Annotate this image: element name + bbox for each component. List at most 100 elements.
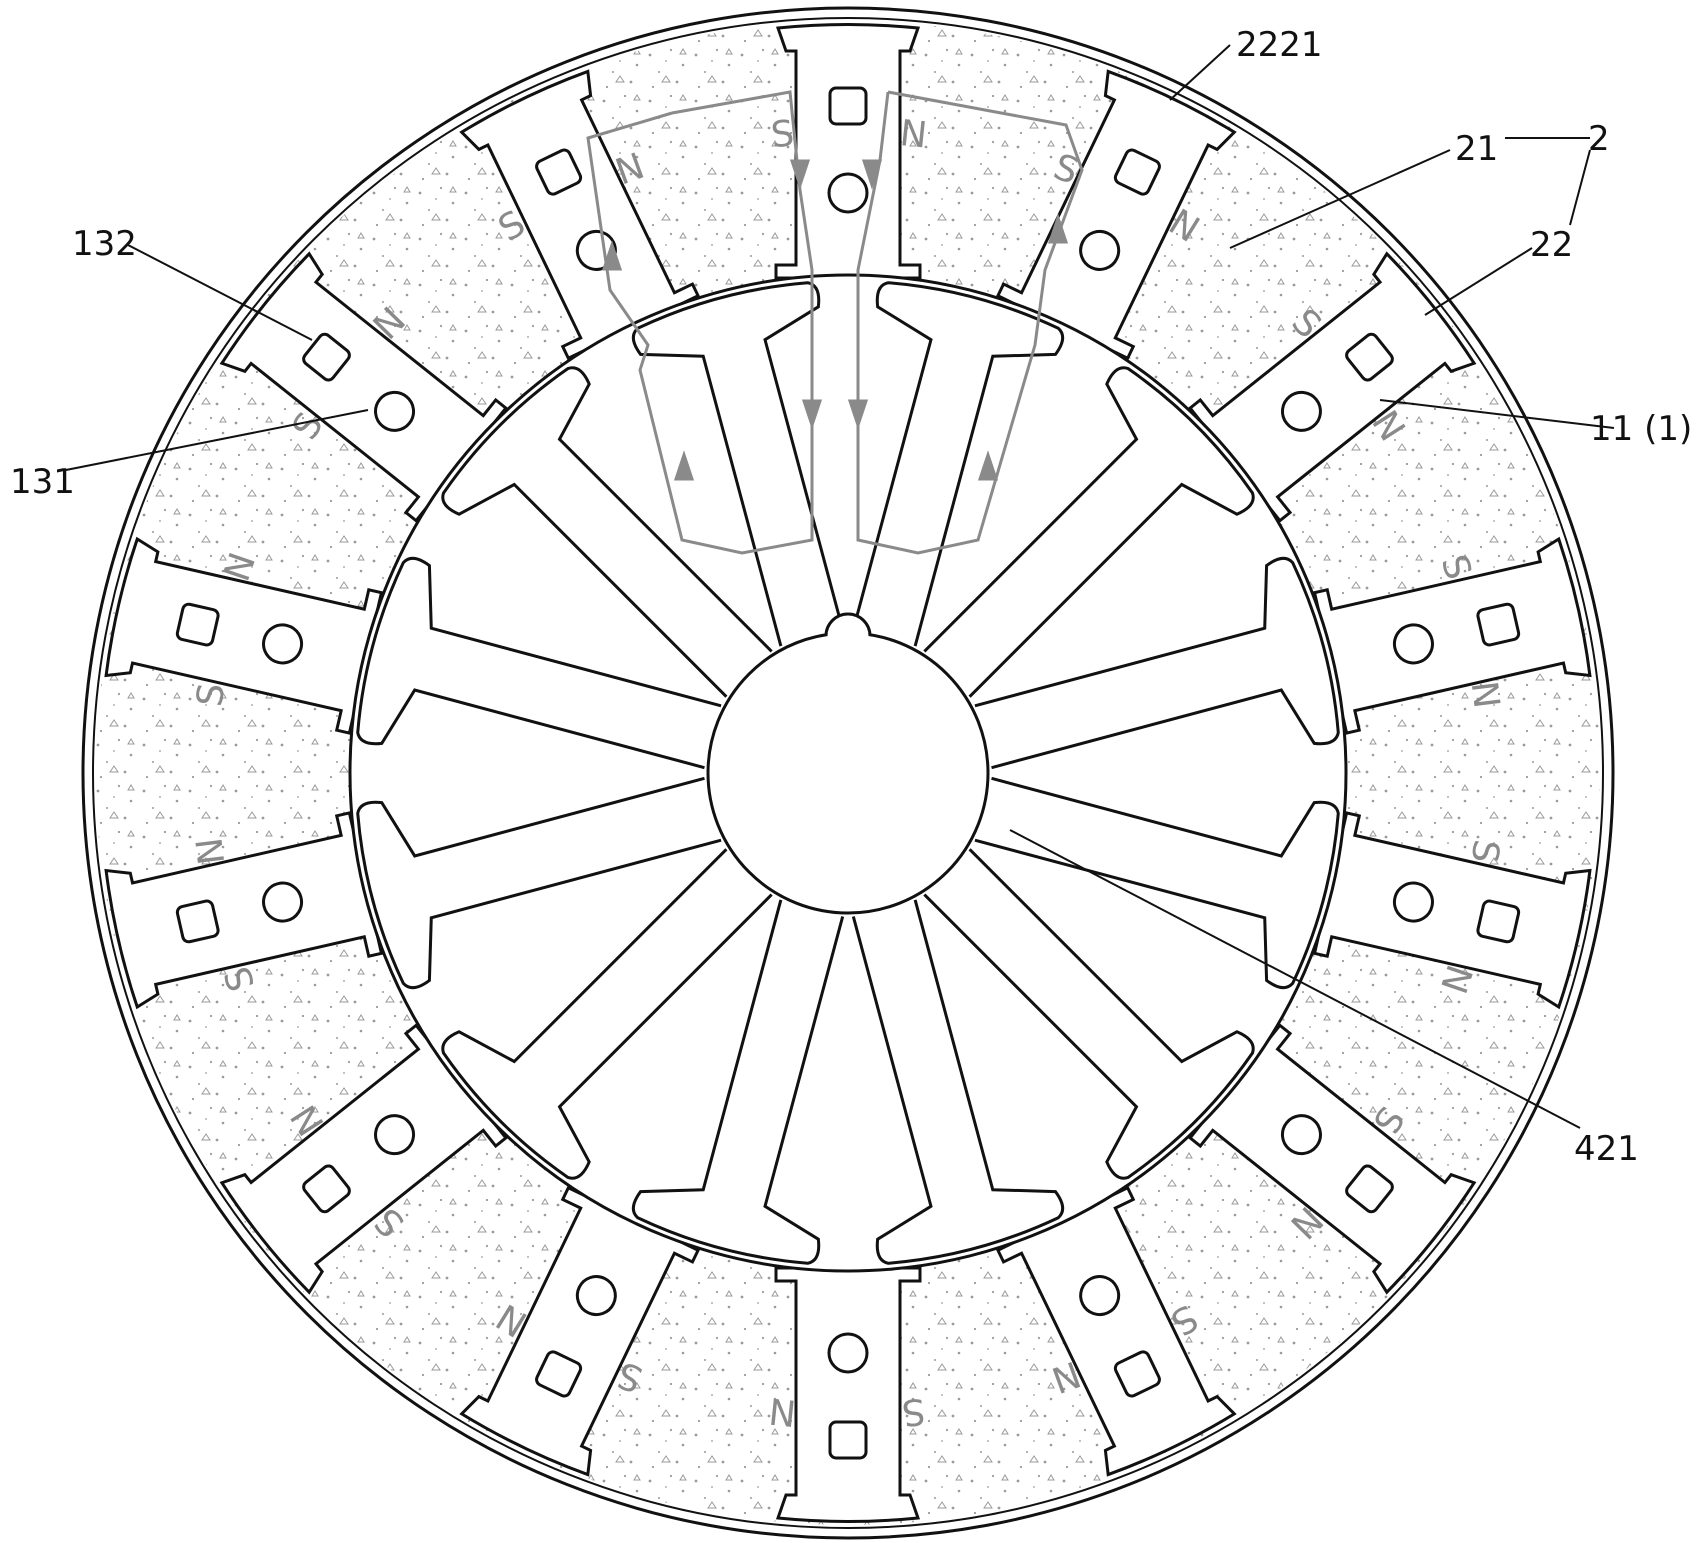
tooth-body [995, 1185, 1237, 1477]
round-hole [1392, 623, 1434, 665]
stator-tooth [1312, 536, 1592, 735]
round-hole [1280, 1114, 1322, 1156]
square-hole [302, 1164, 351, 1214]
rotor-spoke [631, 899, 845, 1265]
pole-letter: N [898, 113, 929, 157]
square-hole [1113, 148, 1161, 196]
stator-tooth [219, 251, 508, 523]
stator-tooth [995, 1185, 1237, 1477]
spoke-outline [851, 281, 1065, 647]
flux-arrow [1047, 213, 1069, 244]
rotor-spoke [441, 848, 773, 1180]
square-hole [1345, 332, 1394, 382]
round-hole [262, 881, 304, 923]
round-hole [827, 172, 869, 214]
spoke-outline [441, 848, 773, 1180]
square-hole [1476, 899, 1521, 944]
flux-arrow [789, 159, 811, 190]
tooth-body [1188, 1023, 1477, 1295]
spoke-outline [974, 776, 1340, 990]
pole-letter: N [189, 835, 233, 867]
ref-label-132: 132 [72, 224, 137, 264]
square-hole [1113, 1350, 1161, 1398]
leader-2221 [1169, 44, 1231, 101]
spoke-outline [441, 366, 773, 698]
rotor-spoke [974, 556, 1340, 770]
ref-label-131: 131 [10, 462, 75, 502]
pole-letter: S [900, 1390, 927, 1433]
square-hole [828, 86, 868, 126]
tooth-body [774, 23, 922, 280]
round-hole [1280, 390, 1322, 432]
square-hole [175, 602, 220, 647]
round-hole [374, 390, 416, 432]
ref-label-21: 21 [1455, 129, 1498, 169]
flux-arrow [847, 399, 869, 430]
square-hole [535, 148, 583, 196]
rotor-spokes [356, 281, 1340, 1265]
tooth-body [219, 251, 508, 523]
rotor-spoke [923, 366, 1255, 698]
stator-tooth [1312, 811, 1592, 1010]
stator-tooth [219, 1023, 508, 1295]
ref-label-22: 22 [1530, 225, 1573, 265]
casing-inner-ring [92, 17, 1604, 1529]
spoke-outline [923, 366, 1255, 698]
round-hole [575, 1275, 617, 1317]
tooth-body [104, 811, 384, 1010]
round-hole [827, 1332, 869, 1374]
rotor-spoke [923, 848, 1255, 1180]
tooth-body [459, 1185, 701, 1477]
spoke-outline [631, 899, 845, 1265]
tooth-body [1312, 811, 1592, 1010]
pole-letter: N [767, 1389, 798, 1433]
leader-21 [1229, 149, 1451, 249]
pole-letter: N [1463, 679, 1507, 711]
shaft-bore [706, 631, 990, 915]
round-hole [374, 1114, 416, 1156]
square-hole [1476, 602, 1521, 647]
square-hole [535, 1350, 583, 1398]
tooth-body [1188, 251, 1477, 523]
tooth-body [774, 1266, 922, 1523]
rotor-spoke [974, 776, 1340, 990]
rotor-spoke [851, 899, 1065, 1265]
round-hole [1392, 881, 1434, 923]
stator-tooth [774, 23, 922, 280]
shaft-key [824, 612, 872, 637]
tooth-body [219, 1023, 508, 1295]
casing-outer-ring [81, 6, 1615, 1540]
rotor-spoke [631, 281, 845, 647]
flux-path-right [856, 90, 1084, 555]
rotor-spoke [356, 776, 722, 990]
tooth-body [995, 69, 1237, 361]
leader-2b [1569, 149, 1591, 226]
spoke-outline [356, 776, 722, 990]
stator-tooth [459, 69, 701, 361]
stator-tooth [995, 69, 1237, 361]
stator-tooth [459, 1185, 701, 1477]
ref-label-421: 421 [1574, 1129, 1639, 1169]
flux-arrow [601, 240, 623, 271]
stator-tooth [1188, 1023, 1477, 1295]
round-hole [262, 623, 304, 665]
leader-11 [1379, 399, 1615, 429]
tooth-body [104, 536, 384, 735]
spoke-outline [851, 899, 1065, 1265]
tooth-body [459, 69, 701, 361]
stator-tooth [104, 811, 384, 1010]
square-hole [175, 899, 220, 944]
rotor-spoke [356, 556, 722, 770]
flux-arrow [861, 159, 883, 190]
stator-tooth [774, 1266, 922, 1523]
ref-label-2221: 2221 [1236, 25, 1323, 65]
leader-132 [127, 244, 313, 341]
leader-lines [65, 44, 1615, 1129]
stator-teeth [104, 23, 1592, 1523]
spoke-outline [974, 556, 1340, 770]
flux-arrow [977, 450, 999, 481]
square-hole [302, 332, 351, 382]
square-hole [828, 1420, 868, 1460]
ref-label-2: 2 [1588, 119, 1610, 159]
